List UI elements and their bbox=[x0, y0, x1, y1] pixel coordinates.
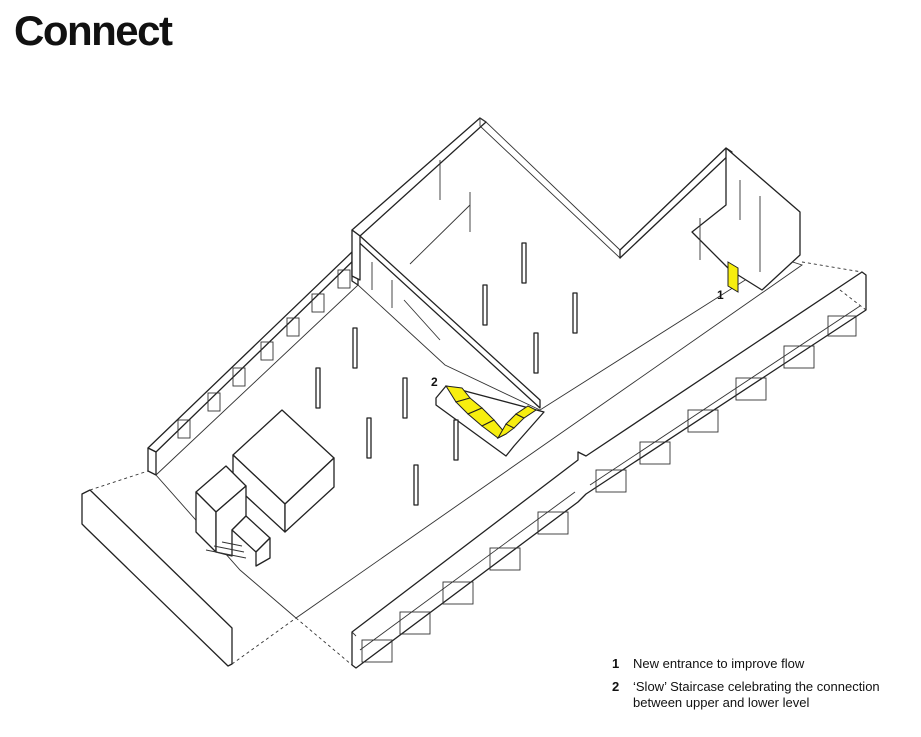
dashed-connectors bbox=[89, 261, 867, 666]
service-rooms bbox=[691, 147, 801, 293]
legend: 1 New entrance to improve flow 2 ‘Slow’ … bbox=[612, 656, 917, 718]
new-entrance bbox=[727, 261, 739, 293]
central-block bbox=[351, 117, 733, 409]
marker-1-label: 1 bbox=[717, 288, 724, 302]
columns bbox=[315, 242, 578, 506]
front-facade bbox=[351, 271, 867, 669]
lower-pod bbox=[195, 465, 271, 567]
legend-text: ‘Slow’ Staircase celebrating the connect… bbox=[633, 679, 880, 710]
storage-cube bbox=[232, 409, 335, 533]
legend-item: 2 ‘Slow’ Staircase celebrating the conne… bbox=[612, 679, 917, 711]
legend-number: 1 bbox=[612, 656, 620, 671]
page-title: Connect bbox=[14, 7, 173, 54]
left-end-wall bbox=[81, 489, 233, 667]
legend-number: 2 bbox=[612, 679, 620, 694]
legend-text: New entrance to improve flow bbox=[633, 656, 805, 671]
marker-2-label: 2 bbox=[431, 375, 438, 389]
legend-item: 1 New entrance to improve flow bbox=[612, 656, 917, 672]
slow-staircase bbox=[435, 385, 545, 457]
